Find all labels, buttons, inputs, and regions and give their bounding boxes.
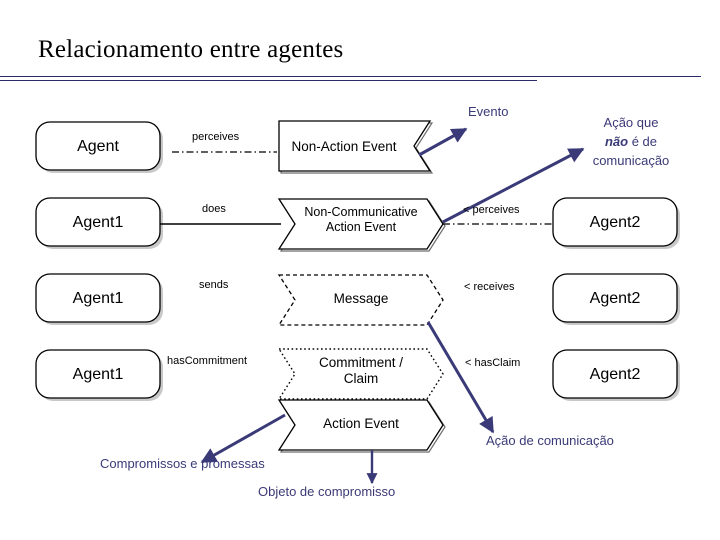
node-agent1-row2[interactable] — [35, 197, 161, 247]
note-acao-comunicacao: Ação de comunicação — [486, 433, 614, 448]
title-rule-primary — [0, 76, 701, 77]
relation-perceives-2: < perceives — [463, 204, 520, 216]
arrow-acao-nao-comunicacao — [442, 147, 585, 224]
relation-perceives-1: perceives — [192, 131, 240, 143]
node-non-action-event[interactable] — [278, 120, 432, 172]
note-line-2-rest: é de — [628, 133, 658, 149]
node-agent1-row3[interactable] — [35, 273, 161, 323]
arrow-acao-comunicacao — [426, 321, 495, 434]
node-non-communicative-action-event[interactable] — [277, 198, 444, 250]
relation-hascommitment: hasCommitment — [167, 355, 248, 367]
relation-hasclaim: < hasClaim — [465, 357, 521, 369]
note-line-3: comunicação — [592, 152, 670, 168]
node-agent2-row4[interactable] — [552, 349, 678, 399]
arrow-evento — [418, 127, 468, 157]
note-line-2: não é de — [576, 133, 686, 152]
note-objeto-compromisso: Objeto de compromisso — [258, 484, 396, 499]
node-commitment-claim[interactable] — [277, 348, 444, 400]
relation-receives: < receives — [464, 281, 515, 293]
note-compromissos: Compromissos e promessas — [100, 456, 265, 471]
relation-sends: sends — [199, 279, 229, 291]
note-evento: Evento — [468, 104, 509, 119]
page-title: Relacionamento entre agentes — [38, 36, 344, 63]
node-agent1-row4[interactable] — [35, 349, 161, 399]
node-message[interactable] — [277, 274, 444, 326]
arrow-compromissos — [200, 413, 286, 464]
node-agent2-row2[interactable] — [552, 197, 678, 247]
node-agent[interactable] — [35, 121, 161, 171]
note-line-1: Ação que — [603, 115, 659, 130]
note-emphasis: não — [604, 133, 629, 149]
note-acao-nao-comunicacao: Ação que não é de comunicação — [576, 114, 686, 171]
node-action-event[interactable] — [277, 399, 444, 451]
node-agent2-row3[interactable] — [552, 273, 678, 323]
title-rule-secondary — [0, 80, 537, 81]
relation-does: does — [202, 203, 226, 215]
